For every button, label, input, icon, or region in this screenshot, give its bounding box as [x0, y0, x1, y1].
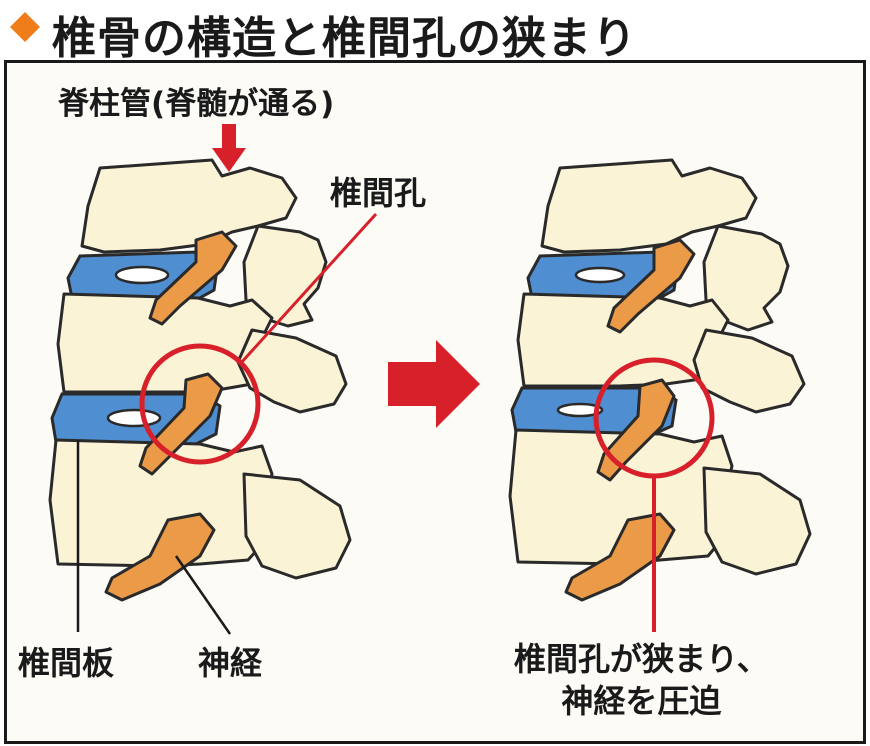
left-process-lower	[242, 472, 352, 580]
label-result-line2: 神経を圧迫	[561, 682, 722, 720]
transition-arrow-icon	[388, 340, 480, 428]
right-nerve-upper	[606, 238, 696, 334]
label-result-line1: 椎間孔が狭まり、	[514, 640, 769, 678]
label-foramen: 椎間孔	[330, 174, 427, 212]
label-spinal-canal: 脊柱管(脊髄が通る)	[58, 86, 335, 122]
left-spine	[48, 158, 352, 602]
diamond-icon	[10, 12, 40, 42]
left-foramen-ring	[139, 343, 261, 465]
label-disc: 椎間板	[18, 644, 115, 682]
right-process-middle	[692, 328, 806, 414]
right-nerve-middle	[596, 378, 676, 482]
right-nerve-lower	[564, 512, 676, 602]
label-result: 椎間孔が狭まり、 神経を圧迫	[514, 638, 769, 722]
canal-arrow-icon	[212, 124, 246, 172]
page-title: 椎骨の構造と椎間孔の狭まり	[52, 13, 637, 64]
right-process-upper	[702, 224, 790, 332]
right-process-lower	[702, 466, 812, 576]
label-nerve: 神経	[198, 644, 263, 682]
right-spine	[508, 158, 812, 602]
title-bar: 椎骨の構造と椎間孔の狭まり	[0, 0, 870, 64]
left-nerve-lower	[104, 512, 216, 602]
left-process-middle	[236, 328, 348, 414]
left-nerve-upper	[148, 230, 238, 326]
left-process-upper	[242, 224, 328, 328]
